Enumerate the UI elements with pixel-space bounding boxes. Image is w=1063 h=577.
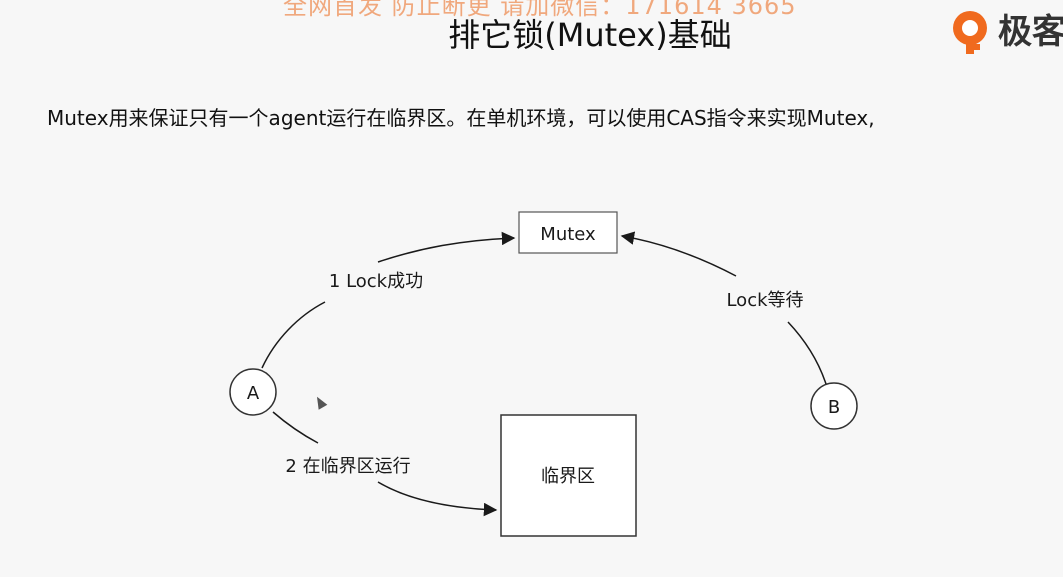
critical-section-label: 临界区 (541, 466, 595, 487)
logo-text: 极客 (998, 12, 1063, 52)
edge-run-critical-upper (272, 411, 319, 444)
node-b: B (810, 382, 858, 430)
edge-lock-success-upper (377, 231, 516, 263)
mutex-box: Mutex (518, 211, 618, 254)
edge-lock-success-lower (261, 301, 326, 369)
intro-text: Mutex用来保证只有一个agent运行在临界区。在单机环境，可以使用CAS指令… (47, 106, 875, 130)
edge-lock-success-label: 1 Lock成功 (329, 271, 423, 292)
edge-lock-wait-lower (787, 321, 827, 385)
mutex-box-label: Mutex (540, 224, 596, 245)
node-b-label: B (828, 397, 840, 418)
brand-logo: 极客 (948, 8, 1063, 56)
node-a: A (229, 368, 277, 416)
edge-lock-wait-label: Lock等待 (726, 290, 803, 311)
watermark-text: 全网首发 防止断更 请加微信：171614 3665 (283, 0, 797, 20)
edge-lock-wait-upper (620, 231, 737, 277)
critical-section-box: 临界区 (500, 414, 637, 537)
edge-run-critical-label: 2 在临界区运行 (285, 456, 410, 477)
page-title: 排它锁(Mutex)基础 (448, 16, 732, 54)
geekbang-logo-icon (953, 11, 987, 54)
node-a-label: A (247, 383, 260, 404)
edge-run-critical-lower (377, 481, 498, 517)
